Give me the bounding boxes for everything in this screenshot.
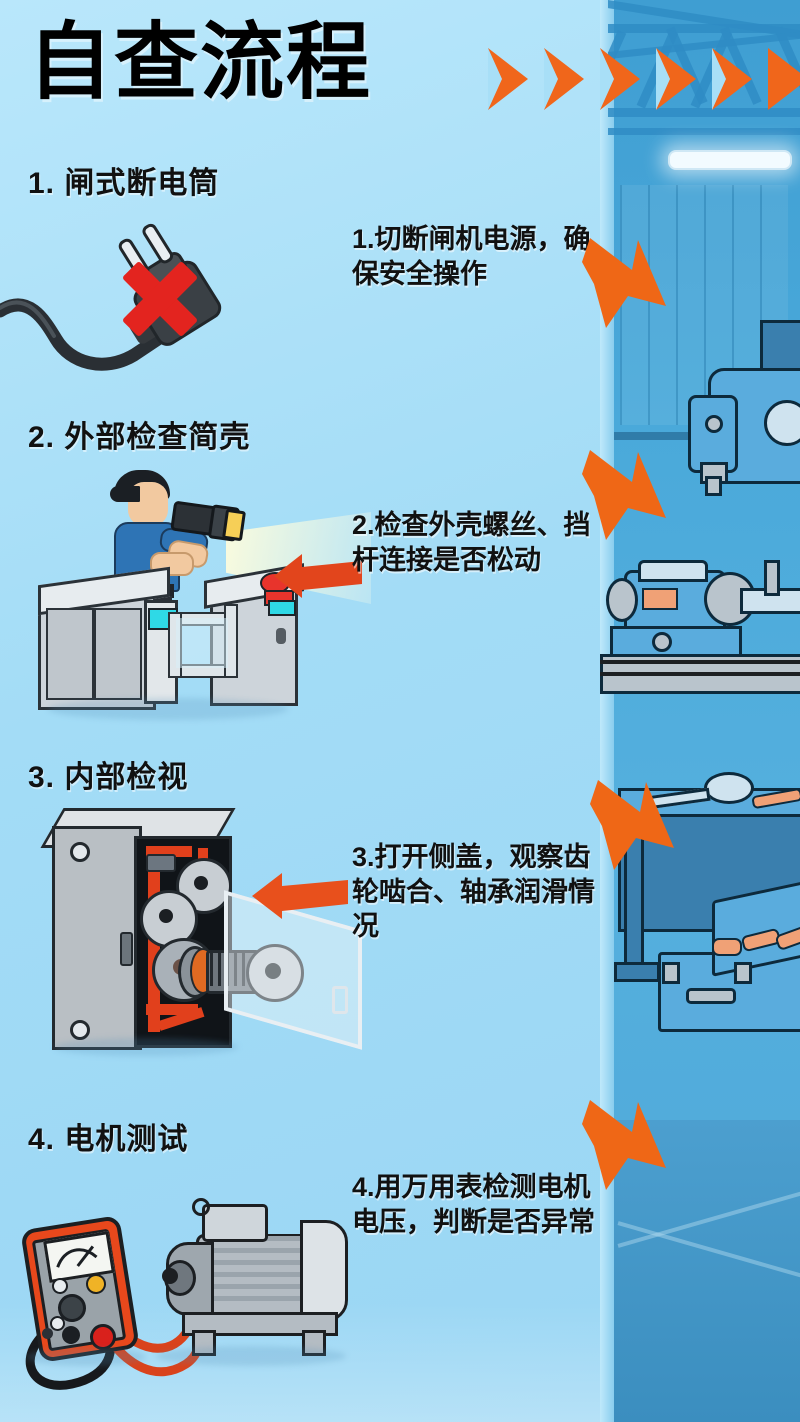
arrow-down-icon <box>582 238 666 328</box>
pointer-arrow-left-3 <box>250 868 348 919</box>
cabinet-bolt <box>70 842 90 862</box>
step-heading-2: 2. 外部检查简壳 <box>28 421 251 454</box>
lathe-bed-way <box>600 660 800 664</box>
chevron-icon <box>712 48 752 110</box>
motor-fan-cover <box>300 1220 348 1322</box>
down-arrow-4 <box>580 1098 672 1194</box>
turnstile-right-indicator-cyan <box>268 600 296 616</box>
arrow-left-icon <box>274 554 362 598</box>
step-heading-3: 3. 内部检视 <box>28 761 189 794</box>
wall-panel <box>648 185 676 425</box>
step-body-2: 2.检查外壳螺丝、挡杆连接是否松动 <box>352 510 591 575</box>
workbench-foot <box>614 962 660 982</box>
workshop-floor <box>614 1120 800 1422</box>
arrow-left-icon <box>252 873 348 919</box>
lathe-handwheel-small <box>652 632 672 652</box>
fluorescent-tube-light <box>668 150 792 170</box>
worker-cap-brim <box>110 486 140 502</box>
flashlight-lens <box>222 508 246 542</box>
worm-thread <box>234 952 237 986</box>
cabinet-door-handle[interactable] <box>332 986 348 1014</box>
gear-output <box>246 944 304 1002</box>
panel-edge-highlight <box>600 0 614 1422</box>
arrow-down-icon <box>590 780 674 870</box>
multimeter-needle-icon <box>56 1245 98 1268</box>
down-arrow-1 <box>580 236 672 332</box>
page-title: 自查流程 <box>28 15 373 109</box>
lathe-tool-post <box>764 560 780 596</box>
toolbox-tool <box>712 938 742 956</box>
lathe-spindle-flange <box>704 572 756 626</box>
illustration-multimeter-motor <box>6 1178 348 1418</box>
down-arrow-2 <box>580 448 672 544</box>
cross-mark-icon <box>123 262 197 336</box>
lathe-bed-way <box>600 672 800 676</box>
drill-press-knob <box>705 415 723 433</box>
motor-foot <box>192 1330 216 1356</box>
turnstile-shadow <box>48 698 288 720</box>
cabinet-side-handle[interactable] <box>120 932 133 966</box>
lathe-nameplate <box>642 588 678 610</box>
turnstile-panel <box>46 608 94 700</box>
step-body-1: 1.切断闸机电源，确保安全操作 <box>352 224 591 289</box>
gear-upper <box>176 858 232 914</box>
motor-fin <box>204 1284 308 1289</box>
motor-foot <box>302 1330 326 1356</box>
chevron-icon <box>488 48 528 110</box>
chevron-icon <box>656 48 696 110</box>
motor-shadow <box>156 1346 346 1366</box>
chevron-icon <box>600 48 640 110</box>
cabinet-shadow <box>54 1038 238 1056</box>
motor-fin <box>204 1260 308 1265</box>
motor-shaft-end <box>162 1268 178 1284</box>
turnstile-panel <box>94 608 142 700</box>
plug-with-cross-icon <box>0 223 222 371</box>
wall-panel <box>676 185 704 425</box>
multimeter-shadow <box>26 1348 146 1366</box>
internal-frame-bar <box>146 1004 198 1015</box>
illustration-open-cabinet-gears <box>28 798 362 1056</box>
toolbox-latch <box>734 962 752 984</box>
toolbox-handle <box>686 988 736 1004</box>
lathe-headstock-cap <box>638 560 708 582</box>
illustration-worker-flashlight-turnstile <box>18 468 371 720</box>
motor-lifting-eye <box>192 1198 210 1216</box>
step-body-3: 3.打开侧盖，观察齿轮啮合、轴承润滑情况 <box>352 842 595 942</box>
step-heading-4: 4. 电机测试 <box>28 1123 189 1156</box>
ceiling-truss <box>608 0 800 200</box>
drill-bit <box>705 476 722 496</box>
step-heading-1: 1. 闸式断电筒 <box>28 167 220 200</box>
drill-press-handwheel <box>764 400 800 446</box>
motor-fin <box>204 1296 308 1301</box>
internal-sensor-block <box>146 854 176 872</box>
worm-thread <box>242 952 245 986</box>
factory-scene-panel <box>600 0 800 1422</box>
arrow-down-icon <box>582 1100 666 1190</box>
pointer-arrow-left-2 <box>272 548 362 598</box>
chevron-icon <box>768 48 800 110</box>
step-body-4: 4.用万用表检测电机电压，判断是否异常 <box>352 1172 595 1237</box>
toolbox-latch <box>662 962 680 984</box>
motor-fin <box>204 1248 308 1253</box>
arrow-down-icon <box>582 450 666 540</box>
bench-round-part <box>704 772 754 804</box>
internal-frame-bar <box>146 846 192 857</box>
cabinet-bolt <box>70 1020 90 1040</box>
turnstile-glass-wing <box>176 618 228 668</box>
left-background-panel <box>0 0 612 1422</box>
chevron-icon <box>544 48 584 110</box>
worm-thread <box>226 952 229 986</box>
down-arrow-3 <box>588 778 680 874</box>
motor-fin <box>204 1272 308 1277</box>
drill-press-quill-housing <box>688 395 738 473</box>
drill-press-head-top <box>760 320 800 374</box>
worm-thread <box>218 952 221 986</box>
turnstile-card-slot <box>276 628 286 644</box>
illustration-power-plug-disconnect <box>0 215 300 375</box>
worm-thread <box>210 952 213 986</box>
lathe-pulley <box>606 578 638 622</box>
motor-bearing <box>164 1260 196 1296</box>
motor-terminal-box <box>202 1204 268 1242</box>
